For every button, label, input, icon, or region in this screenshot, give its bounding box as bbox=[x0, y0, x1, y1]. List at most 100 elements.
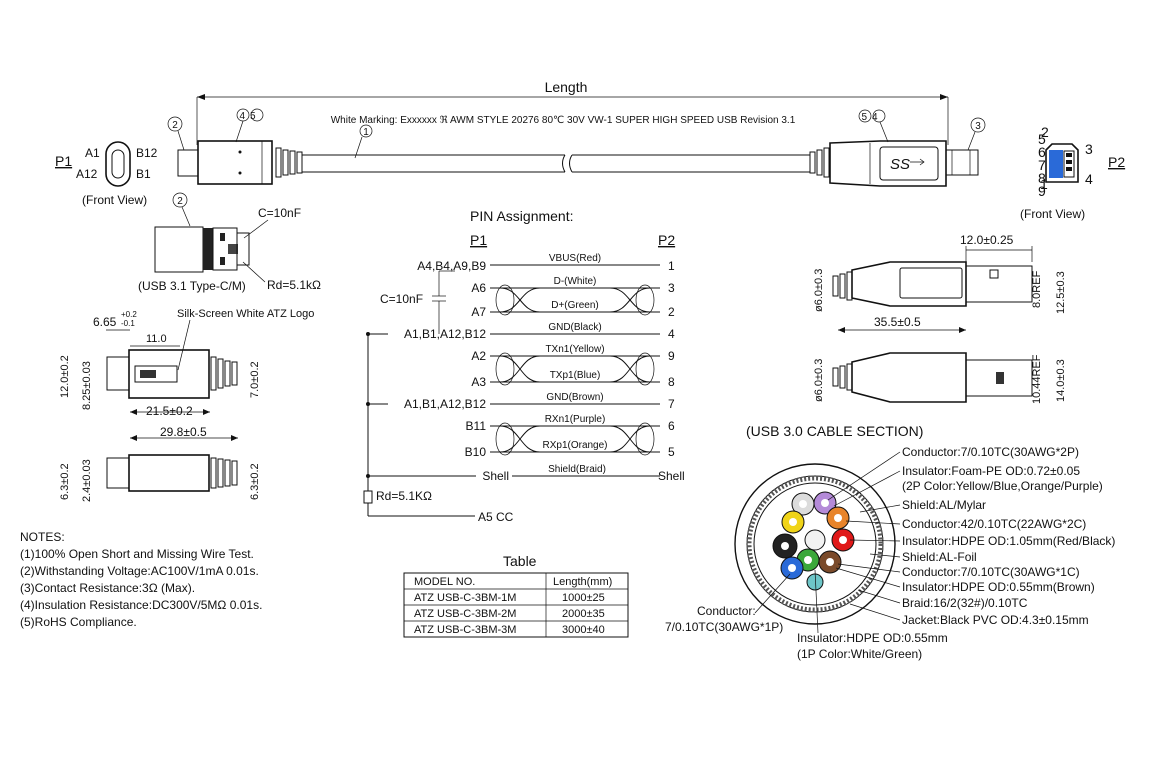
pin-row-4-wire: GND(Black) bbox=[548, 322, 601, 333]
table-row-2-model: ATZ USB-C-3BM-2M bbox=[414, 608, 516, 620]
pin-row-4-left: A1,B1,A12,B12 bbox=[404, 327, 486, 341]
notes-title: NOTES: bbox=[20, 530, 65, 544]
dim-p2-35-5: 35.5±0.5 bbox=[874, 315, 921, 329]
pin-row-7-left: A1,B1,A12,B12 bbox=[404, 397, 486, 411]
p1-res-label: Rd=5.1kΩ bbox=[267, 278, 321, 292]
pin-row-7-right: 7 bbox=[668, 397, 675, 411]
detail-callout-2: 2 bbox=[177, 196, 183, 207]
pin-p2-header: P2 bbox=[658, 232, 675, 248]
note-4: (4)Insulation Resistance:DC300V/5MΩ 0.01… bbox=[20, 598, 262, 612]
pin-row-6-left: A3 bbox=[471, 375, 486, 389]
pin-assignment-title: PIN Assignment: bbox=[470, 208, 574, 224]
notes: NOTES: (1)100% Open Short and Missing Wi… bbox=[20, 530, 262, 629]
pin-row-2-left: A6 bbox=[471, 281, 486, 295]
p2-pin-3: 3 bbox=[1085, 141, 1093, 157]
section-label-8: Conductor:7/0.10TC(30AWG*1C) bbox=[902, 565, 1080, 579]
pin-a1: A1 bbox=[85, 146, 100, 160]
p2-dimensions: 12.0±0.25 ø6.0±0.3 8.0REF 12.5±0.3 35.5±… bbox=[813, 233, 1067, 404]
svg-text:SS: SS bbox=[890, 156, 910, 173]
dim-7-0: 7.0±0.2 bbox=[249, 361, 261, 398]
table-header-model: MODEL NO. bbox=[414, 576, 475, 588]
pin-row-5-right: 9 bbox=[668, 349, 675, 363]
section-label-2: Insulator:Foam-PE OD:0.72±0.05 bbox=[902, 464, 1080, 478]
table-row-3-length: 3000±40 bbox=[562, 624, 605, 636]
model-table: Table MODEL NO. Length(mm) ATZ USB-C-3BM… bbox=[403, 553, 629, 638]
pin-row-3-wire: D+(Green) bbox=[551, 300, 599, 311]
pin-a12: A12 bbox=[76, 167, 98, 181]
pin-row-1-right: 1 bbox=[668, 259, 675, 273]
pin-row-4-right: 4 bbox=[668, 327, 675, 341]
table-row-2-length: 2000±35 bbox=[562, 608, 605, 620]
p1-front-view-caption: (Front View) bbox=[82, 193, 147, 207]
dim-p2-12-5: 12.5±0.3 bbox=[1055, 271, 1067, 314]
pin-row-2-right: 3 bbox=[668, 281, 675, 295]
dim-p2-8-ref: 8.0REF bbox=[1031, 270, 1043, 308]
cable-section-title: (USB 3.0 CABLE SECTION) bbox=[746, 423, 923, 439]
pin-row-2-wire: D-(White) bbox=[554, 276, 597, 287]
pin-row-5-wire: TXn1(Yellow) bbox=[545, 344, 604, 355]
pin-b1: B1 bbox=[136, 167, 151, 181]
pin-row-10-right: Shell bbox=[658, 469, 685, 483]
table-title: Table bbox=[503, 553, 537, 569]
dim-6-65-tol-up: +0.2 bbox=[121, 310, 137, 319]
wire-white bbox=[804, 529, 826, 551]
dim-6-65: 6.65 bbox=[93, 315, 117, 329]
pin-b12: B12 bbox=[136, 146, 158, 160]
dim-p2-10-44-ref: 10.44REF bbox=[1031, 354, 1043, 404]
p1-detail: 2 C=10nF Rd=5.1kΩ (USB 3.1 Type-C/M) bbox=[138, 192, 321, 293]
table-row-1-model: ATZ USB-C-3BM-1M bbox=[414, 592, 516, 604]
p2-pin-6: 6 bbox=[1038, 144, 1046, 160]
section-bottom-label-2: (1P Color:White/Green) bbox=[797, 647, 922, 661]
cable-assembly: SS bbox=[177, 140, 979, 187]
pin-row-10-left: Shell bbox=[482, 469, 509, 483]
pin-row-8-left: B11 bbox=[466, 419, 487, 433]
note-5: (5)RoHS Compliance. bbox=[20, 615, 137, 629]
p1-cap-label: C=10nF bbox=[258, 206, 301, 220]
table-row-1-length: 1000±25 bbox=[562, 592, 605, 604]
logo-label: Silk-Screen White ATZ Logo bbox=[177, 308, 314, 320]
p1-dimensions: Silk-Screen White ATZ Logo 6.65 +0.2 -0.… bbox=[59, 308, 314, 502]
pin-row-8-wire: RXn1(Purple) bbox=[545, 414, 606, 425]
note-3: (3)Contact Resistance:3Ω (Max). bbox=[20, 581, 195, 595]
pin-row-3-left: A7 bbox=[471, 305, 486, 319]
p2-pin-4: 4 bbox=[1085, 171, 1093, 187]
table-row-3-model: ATZ USB-C-3BM-3M bbox=[414, 624, 516, 636]
pin-row-8-right: 6 bbox=[668, 419, 675, 433]
pin-assignment: PIN Assignment: P1 P2 A4,B4,A9,B9 VBUS(R… bbox=[363, 208, 685, 524]
pin-row-5-left: A2 bbox=[471, 349, 486, 363]
dim-12-0: 12.0±0.2 bbox=[59, 355, 71, 398]
callout-2: 2 bbox=[172, 120, 178, 131]
section-label-11: Jacket:Black PVC OD:4.3±0.15mm bbox=[902, 613, 1089, 627]
dim-29-8: 29.8±0.5 bbox=[160, 425, 207, 439]
p2-pin-9: 9 bbox=[1038, 183, 1046, 199]
note-2: (2)Withstanding Voltage:AC100V/1mA 0.01s… bbox=[20, 564, 259, 578]
dim-p2-12-0: 12.0±0.25 bbox=[960, 233, 1014, 247]
p1-detail-caption: (USB 3.1 Type-C/M) bbox=[138, 279, 246, 293]
dim-6-3-b: 6.3±0.2 bbox=[249, 463, 261, 500]
length-label: Length bbox=[545, 79, 588, 95]
pin-row-10-wire: Shield(Braid) bbox=[548, 464, 606, 475]
pin-row-7-wire: GND(Brown) bbox=[546, 392, 603, 403]
pin-row-9-wire: RXp1(Orange) bbox=[542, 440, 607, 451]
p2-pin-7: 7 bbox=[1038, 157, 1046, 173]
callout-54: 54 bbox=[861, 112, 882, 123]
p1-front-view: P1 A1 B12 A12 B1 (Front View) bbox=[55, 141, 158, 207]
p2-pin-2: 2 bbox=[1041, 124, 1049, 140]
section-label-3: (2P Color:Yellow/Blue,Orange/Purple) bbox=[902, 479, 1103, 493]
dim-8-25: 8.25±0.03 bbox=[81, 361, 93, 410]
pin-row-3-right: 2 bbox=[668, 305, 675, 319]
pin-row-6-right: 8 bbox=[668, 375, 675, 389]
note-1: (1)100% Open Short and Missing Wire Test… bbox=[20, 547, 254, 561]
pin-cc-label: A5 CC bbox=[478, 510, 514, 524]
section-left-label-2: 7/0.10TC(30AWG*1P) bbox=[665, 620, 783, 634]
pin-row-1-wire: VBUS(Red) bbox=[549, 253, 601, 264]
callouts: 1 2 45 54 3 bbox=[167, 108, 986, 159]
dim-21-5: 21.5±0.2 bbox=[146, 404, 193, 418]
section-bottom-label-1: Insulator:HDPE OD:0.55mm bbox=[797, 631, 948, 645]
dim-11: 11.0 bbox=[146, 333, 167, 345]
section-label-4: Shield:AL/Mylar bbox=[902, 498, 986, 512]
dim-p2-14-0: 14.0±0.3 bbox=[1055, 359, 1067, 402]
pin-row-6-wire: TXp1(Blue) bbox=[550, 370, 601, 381]
dim-p2-dia-6-b: ø6.0±0.3 bbox=[813, 359, 825, 402]
